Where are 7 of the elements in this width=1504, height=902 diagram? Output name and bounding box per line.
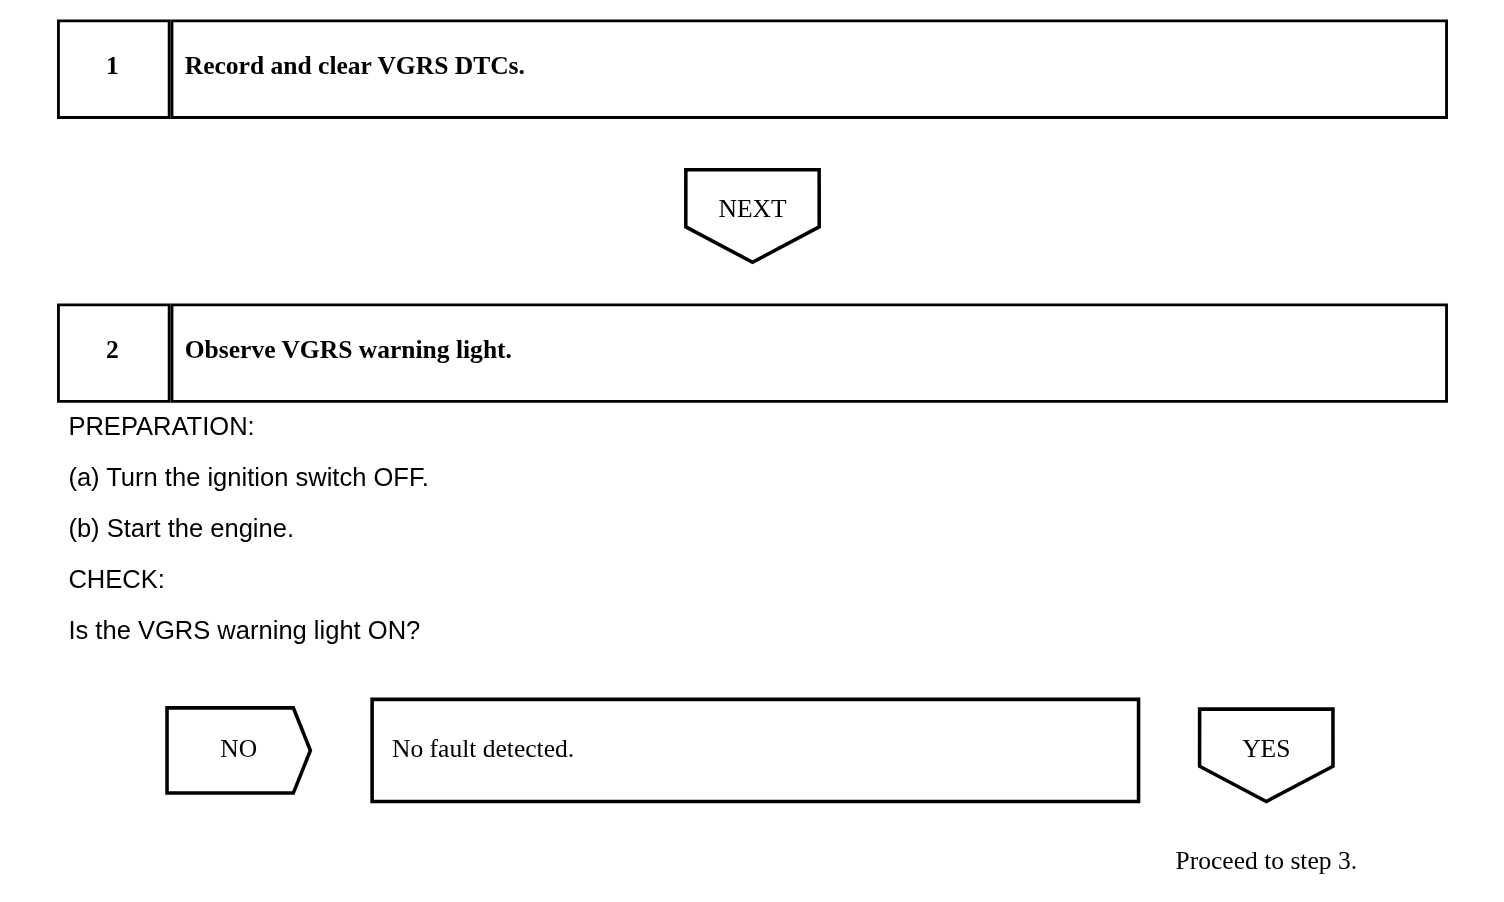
node-label: (a) Turn the ignition switch OFF.: [67, 462, 429, 491]
node-text: Proceed to step 3.: [1175, 845, 1357, 875]
node-box: No fault detected.: [369, 697, 1140, 804]
node-label: Is the VGRS warning light ON?: [67, 615, 420, 644]
node-label: CHECK:: [67, 564, 165, 593]
node-label: (b) Start the engine.: [67, 513, 294, 542]
node-label: PREPARATION:: [67, 411, 255, 440]
